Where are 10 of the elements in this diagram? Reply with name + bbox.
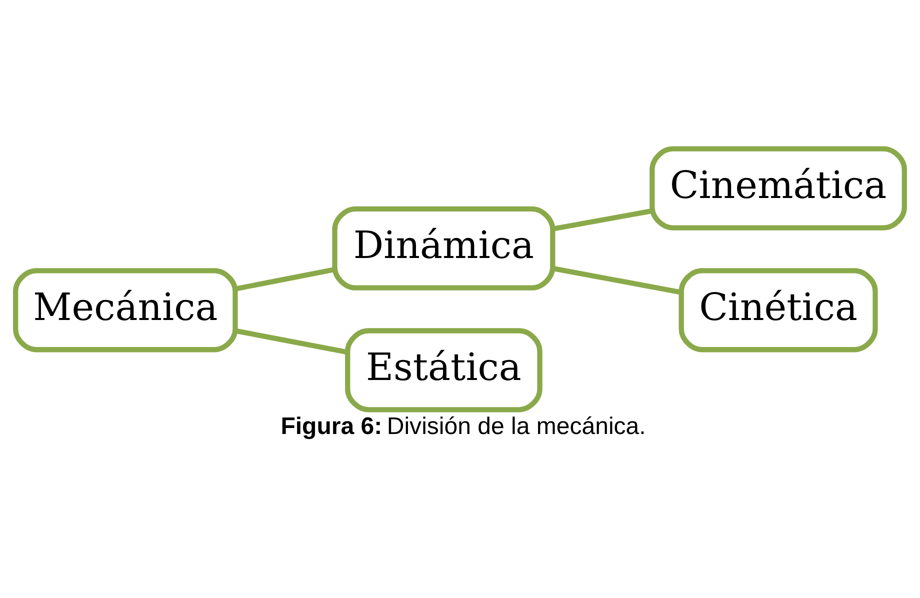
connector bbox=[552, 208, 652, 232]
node-box: Estática bbox=[345, 328, 542, 412]
node-box: Dinámica bbox=[332, 206, 556, 290]
connector bbox=[234, 266, 335, 292]
connector bbox=[552, 266, 682, 295]
node-box: Cinética bbox=[678, 268, 878, 352]
node-box: Mecánica bbox=[13, 268, 238, 352]
caption: Figura 6: División de la mecánica. bbox=[280, 413, 646, 440]
connector bbox=[235, 328, 348, 355]
node-box: Cinemática bbox=[650, 146, 907, 230]
